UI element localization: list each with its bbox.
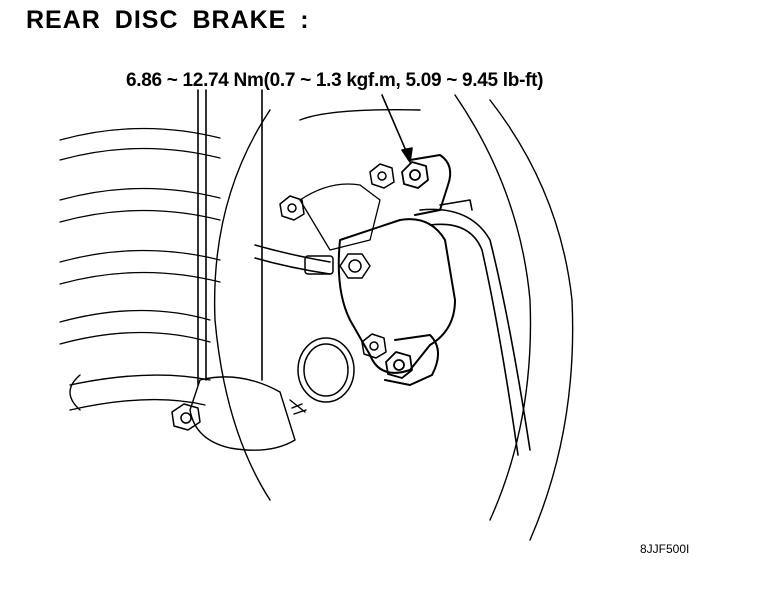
- mounting-bolt-top: [369, 163, 395, 189]
- caliper-body: [299, 154, 456, 386]
- brake-hose: [254, 244, 371, 279]
- diagram-title: REAR DISC BRAKE :: [26, 6, 310, 34]
- brake-disc: [213, 94, 574, 541]
- mounting-bolt-left: [279, 195, 305, 221]
- torque-spec-label: 6.86 ~ 12.74 Nm(0.7 ~ 1.3 kgf.m, 5.09 ~ …: [126, 70, 544, 91]
- coil-spring: [59, 127, 221, 345]
- lower-mount-bolt: [171, 403, 201, 431]
- upper-guide-bolt: [401, 161, 429, 189]
- grease-nipple: [289, 399, 307, 415]
- brake-line: [419, 199, 531, 456]
- figure-code: 8JJF500I: [640, 542, 690, 556]
- hub-ring: [297, 337, 355, 403]
- lower-guide-bolt: [385, 351, 413, 379]
- torque-leader-arrow: [381, 94, 413, 163]
- lower-arm: [69, 374, 296, 451]
- mounting-bolt-bottom: [361, 333, 387, 359]
- shock-absorber: [197, 89, 263, 386]
